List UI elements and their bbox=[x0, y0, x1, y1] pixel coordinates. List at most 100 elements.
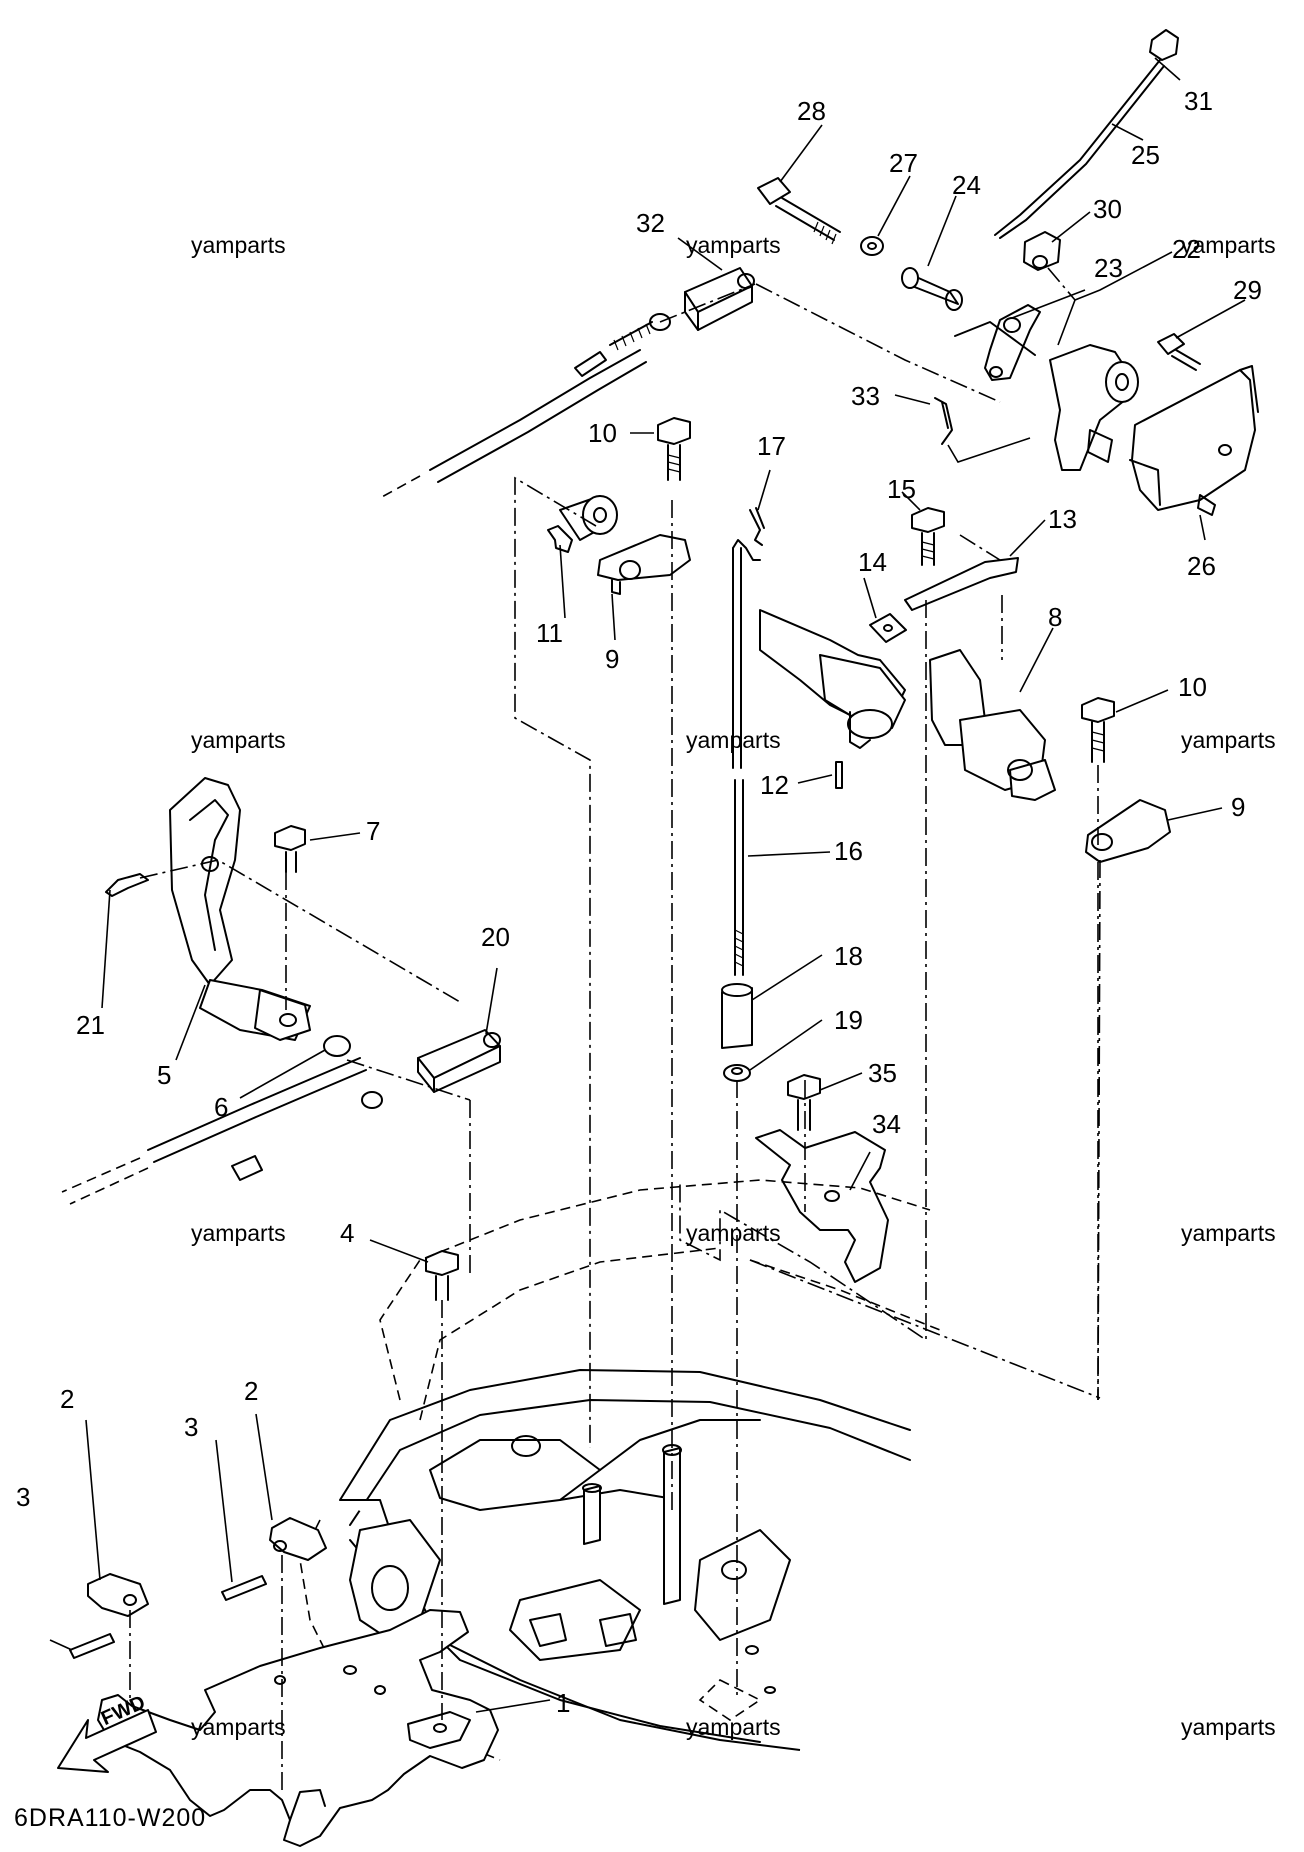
callout-10: 10 bbox=[588, 418, 617, 448]
callout-17: 17 bbox=[757, 431, 786, 461]
callout-4: 4 bbox=[340, 1218, 355, 1248]
cotter-21 bbox=[105, 873, 149, 897]
callout-25: 25 bbox=[1131, 140, 1160, 170]
callout-35: 35 bbox=[868, 1058, 897, 1088]
watermark: yamparts bbox=[191, 1220, 286, 1246]
rod-25 bbox=[994, 59, 1165, 239]
callout-23: 23 bbox=[1094, 253, 1123, 283]
leader-lines bbox=[49, 57, 1246, 1713]
bolt-7 bbox=[274, 825, 306, 873]
bracket-26 bbox=[1129, 365, 1259, 516]
pin-17 bbox=[749, 507, 765, 546]
watermark: yamparts bbox=[686, 727, 781, 753]
callout-22: 22 bbox=[1172, 234, 1201, 264]
bolt-10-top bbox=[657, 417, 691, 481]
cotter-33 bbox=[934, 397, 953, 445]
nut-upper bbox=[649, 313, 671, 331]
callout-28: 28 bbox=[797, 96, 826, 126]
callout-6: 6 bbox=[214, 1092, 229, 1122]
callout-21: 21 bbox=[76, 1010, 105, 1040]
callout-9: 9 bbox=[605, 644, 620, 674]
pin-12 bbox=[835, 761, 843, 789]
plate-14 bbox=[869, 613, 907, 643]
bolt-35 bbox=[787, 1074, 821, 1131]
callout-2: 2 bbox=[60, 1384, 75, 1414]
plate-13 bbox=[904, 557, 1019, 611]
washer-27 bbox=[860, 236, 884, 256]
pin-3-right bbox=[221, 1575, 267, 1601]
nut-31 bbox=[1149, 29, 1179, 61]
callout-15: 15 bbox=[887, 474, 916, 504]
callout-20: 20 bbox=[481, 922, 510, 952]
fwd-arrow-icon bbox=[57, 1709, 157, 1773]
watermark: yamparts bbox=[1181, 1220, 1276, 1246]
washer-19 bbox=[723, 1064, 751, 1082]
bolt-29 bbox=[1157, 333, 1201, 371]
bracket-1 bbox=[97, 1609, 499, 1847]
watermark: yamparts bbox=[191, 1714, 286, 1740]
callout-26: 26 bbox=[1187, 551, 1216, 581]
callout-29: 29 bbox=[1233, 275, 1262, 305]
diagram-code: 6DRA110-W200 bbox=[14, 1804, 207, 1832]
bolt-10-right bbox=[1081, 697, 1115, 763]
assembly-lines bbox=[129, 283, 1101, 1790]
callout-12: 12 bbox=[760, 770, 789, 800]
callout-8: 8 bbox=[1048, 602, 1063, 632]
bracket-34 bbox=[755, 1129, 889, 1283]
collar-9-top bbox=[597, 534, 691, 595]
watermark: yamparts bbox=[1181, 727, 1276, 753]
bolt-4 bbox=[425, 1250, 459, 1301]
callout-32: 32 bbox=[636, 208, 665, 238]
clip-30 bbox=[1023, 231, 1061, 271]
watermark: yamparts bbox=[1181, 232, 1276, 258]
lever-22 bbox=[1049, 344, 1139, 471]
cable-end-32 bbox=[684, 267, 755, 331]
callout-2: 2 bbox=[244, 1376, 259, 1406]
callout-5: 5 bbox=[157, 1060, 172, 1090]
lever-23 bbox=[984, 304, 1041, 381]
callout-3: 3 bbox=[16, 1482, 31, 1512]
watermark: yamparts bbox=[191, 727, 286, 753]
bottom-cowling bbox=[299, 1179, 941, 1761]
collar-24 bbox=[901, 267, 963, 311]
clip-2-right bbox=[269, 1517, 327, 1561]
throttle-cable-upper bbox=[379, 321, 653, 499]
collar-18 bbox=[721, 983, 753, 1049]
throttle-cable-lower bbox=[61, 1057, 383, 1205]
callout-16: 16 bbox=[834, 836, 863, 866]
watermark: yamparts bbox=[686, 232, 781, 258]
watermark: yamparts bbox=[686, 1220, 781, 1246]
callout-27: 27 bbox=[889, 148, 918, 178]
callout-9: 9 bbox=[1231, 792, 1246, 822]
callout-18: 18 bbox=[834, 941, 863, 971]
pin-3-left bbox=[69, 1633, 115, 1659]
watermark: yamparts bbox=[686, 1714, 781, 1740]
shaft-8 bbox=[759, 609, 1056, 801]
callout-31: 31 bbox=[1184, 86, 1213, 116]
callout-24: 24 bbox=[952, 170, 981, 200]
callout-3: 3 bbox=[184, 1412, 199, 1442]
callout-33: 33 bbox=[851, 381, 880, 411]
shift-rod-16 bbox=[732, 539, 761, 976]
callout-11: 11 bbox=[536, 618, 563, 648]
callout-10: 10 bbox=[1178, 672, 1207, 702]
callout-19: 19 bbox=[834, 1005, 863, 1035]
bolt-15 bbox=[911, 507, 945, 566]
o-ring-6 bbox=[323, 1035, 351, 1057]
collar-9-right bbox=[1085, 799, 1171, 863]
callout-13: 13 bbox=[1048, 504, 1077, 534]
bushing-11 bbox=[547, 495, 618, 553]
callout-1: 1 bbox=[556, 1688, 571, 1718]
callout-7: 7 bbox=[366, 816, 381, 846]
callout-14: 14 bbox=[858, 547, 887, 577]
callout-30: 30 bbox=[1093, 194, 1122, 224]
bolt-28 bbox=[757, 177, 841, 245]
lever-5 bbox=[169, 777, 311, 1041]
callout-34: 34 bbox=[872, 1109, 901, 1139]
watermark: yamparts bbox=[1181, 1714, 1276, 1740]
watermark: yamparts bbox=[191, 232, 286, 258]
cable-end-20 bbox=[417, 1029, 501, 1093]
clip-2-left bbox=[87, 1573, 149, 1617]
